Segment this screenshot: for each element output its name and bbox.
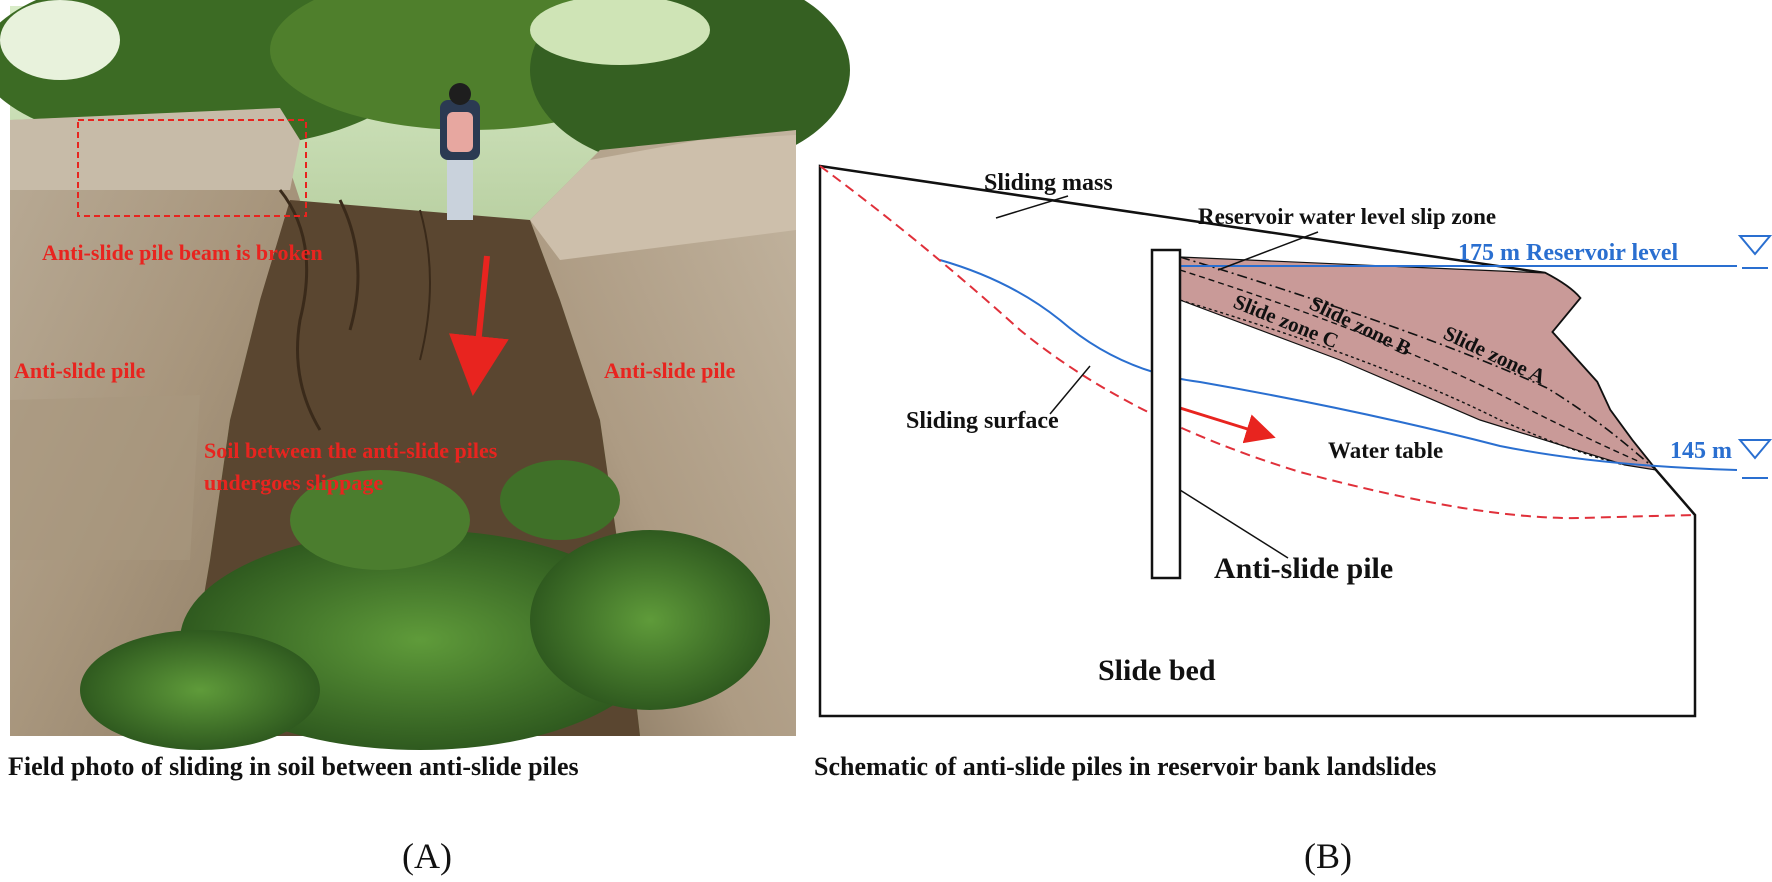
panel-a-label: (A) [402, 836, 452, 876]
water-level-145-triangle [1737, 439, 1772, 460]
pile-right-label: Anti-slide pile [604, 358, 736, 383]
person-figure [440, 83, 480, 220]
slide-zone-b-line [1179, 269, 1641, 463]
sliding-mass-leader [995, 195, 1069, 219]
sliding-surface-leader [1049, 365, 1091, 415]
reservoir-level-175-triangle [1737, 235, 1772, 256]
panel-a-caption: Field photo of sliding in soil between a… [8, 752, 579, 781]
reservoir-level-175-label: 175 m Reservoir level [1458, 240, 1678, 266]
sliding-surface-curve [819, 165, 1696, 520]
panel-b-caption: Schematic of anti-slide piles in reservo… [814, 752, 1436, 781]
slippage-arrow [449, 255, 509, 396]
soil-slippage-label-2: undergoes slippage [204, 470, 383, 495]
pile-leader [1179, 489, 1289, 559]
landslide-schematic [818, 164, 1772, 718]
anti-slide-pile-shape [1150, 248, 1182, 580]
slide-bed-label: Slide bed [1098, 654, 1216, 687]
level-145-label: 145 m [1670, 438, 1732, 464]
slip-zone-label: Reservoir water level slip zone [1198, 204, 1496, 229]
sliding-surface-label: Sliding surface [906, 408, 1059, 434]
panel-b-label: (B) [1304, 836, 1352, 876]
soil-slippage-label-1: Soil between the anti-slide piles [204, 438, 498, 463]
sliding-direction-arrow [1179, 406, 1276, 444]
water-table-label: Water table [1328, 438, 1443, 463]
anti-slide-pile-label: Anti-slide pile [1214, 552, 1393, 585]
beam-broken-box [77, 119, 307, 217]
photo-annotations: Anti-slide pile beam is broken Anti-slid… [14, 119, 736, 495]
pile-left-label: Anti-slide pile [14, 358, 146, 383]
slip-zone-leader [1217, 231, 1319, 271]
field-photo [0, 0, 850, 750]
sliding-mass-label: Sliding mass [984, 170, 1113, 196]
slide-zone-a-line [1179, 256, 1657, 471]
beam-broken-label: Anti-slide pile beam is broken [42, 240, 323, 265]
water-table-curve [939, 259, 1738, 471]
